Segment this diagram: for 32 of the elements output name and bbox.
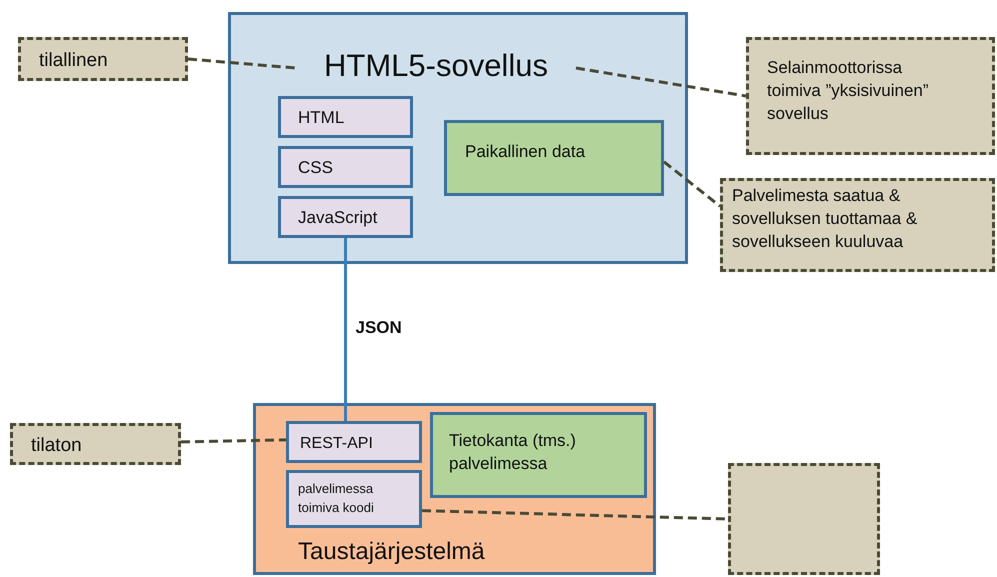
container-box bbox=[253, 403, 656, 575]
note-text: Selainmoottorissa toimiva ”yksisivuinen” sovellus bbox=[767, 57, 930, 125]
note-text: tilallinen bbox=[39, 49, 109, 73]
container-title: Taustajärjestelmä bbox=[298, 537, 485, 567]
note-box bbox=[18, 37, 188, 81]
container-title: HTML5-sovellus bbox=[324, 47, 548, 85]
component-box bbox=[286, 470, 422, 528]
component-label: Paikallinen data bbox=[465, 141, 586, 163]
component-label: JavaScript bbox=[298, 207, 378, 229]
note-box bbox=[728, 463, 880, 575]
note-box bbox=[746, 37, 995, 155]
container-box bbox=[228, 12, 688, 264]
component-box bbox=[286, 421, 422, 463]
component-label: HTML bbox=[298, 107, 346, 129]
component-box bbox=[278, 146, 413, 188]
leader-line bbox=[180, 438, 286, 444]
component-box bbox=[278, 196, 413, 238]
component-label: Tietokanta (tms.) palvelimessa bbox=[449, 430, 577, 475]
note-box bbox=[10, 423, 181, 465]
component-label: CSS bbox=[298, 157, 334, 179]
note-text: tilaton bbox=[31, 434, 83, 458]
component-box bbox=[430, 412, 647, 498]
note-box bbox=[720, 178, 995, 272]
leader-line bbox=[188, 58, 296, 70]
leader-line bbox=[576, 66, 746, 98]
connector-line bbox=[344, 238, 347, 421]
note-text: Palvelimesta saatua & sovelluksen tuottamaa & sovellukseen kuuluvaa bbox=[732, 185, 918, 253]
component-box bbox=[444, 120, 664, 196]
component-label: palvelimessa toimiva koodi bbox=[298, 480, 375, 517]
component-box bbox=[278, 96, 413, 138]
leader-line bbox=[663, 160, 721, 208]
component-label: REST-API bbox=[300, 434, 374, 454]
